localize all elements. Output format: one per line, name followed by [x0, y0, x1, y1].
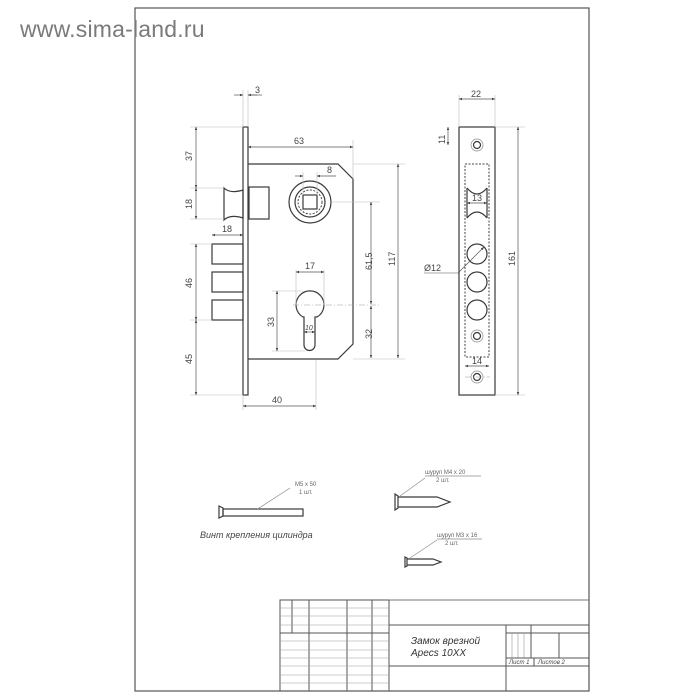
dim-faceplate-thickness: 3: [255, 85, 260, 95]
dim-body-height: 117: [387, 252, 397, 266]
screw-m3-size: шуруп M3 x 16: [437, 533, 478, 539]
dim-slot-width: 14: [472, 356, 482, 366]
dim-faceplate-length: 161: [507, 251, 517, 266]
cylinder-screw-size: M5 x 50: [295, 482, 317, 488]
follower-ring: [294, 186, 326, 218]
drawing-title-line2: Apecs 10XX: [410, 648, 466, 659]
deadbolt-2: [211, 271, 244, 293]
latch-housing: [248, 186, 270, 220]
latch-opening-bottom: [466, 211, 488, 219]
title-block: Замок врезной Apecs 10XX Лист 1 Листов 2: [279, 599, 590, 692]
screw-hole-top: [472, 140, 482, 150]
cylinder-screw: M5 x 50 1 шт. Винт крепления цилиндра: [200, 482, 317, 540]
latch-opening-top: [466, 187, 488, 195]
screw-m3x16: шуруп M3 x 16 2 шт.: [404, 533, 482, 568]
cylinder-cutout: [295, 290, 325, 352]
screw-m4-size: шуруп M4 x 20: [425, 470, 466, 476]
dim-cylinder-width: 17: [305, 261, 315, 271]
bolt-hole-3: [466, 299, 488, 321]
drawing-title-line1: Замок врезной: [411, 636, 481, 647]
faceplate-front: [458, 126, 496, 396]
follower-square: [302, 194, 318, 210]
dim-faceplate-width: 22: [471, 89, 481, 99]
screw-m4-qty: 2 шт.: [436, 478, 450, 484]
faceplate-front-view: 13 22 11 Ø12 14 161: [424, 89, 525, 396]
drawing-frame: [134, 7, 590, 692]
dim-bolt-diameter: Ø12: [424, 263, 441, 273]
screw-hole-mid: [472, 331, 482, 341]
cylinder-screw-caption: Винт крепления цилиндра: [200, 530, 313, 540]
watermark: www.sima-land.ru: [20, 16, 205, 42]
bolt-hole-2: [466, 271, 488, 293]
screw-m3-qty: 2 шт.: [445, 541, 459, 547]
latch: [223, 186, 244, 222]
deadbolt-3: [211, 299, 244, 321]
dim-cylinder-to-bottom: 32: [364, 329, 374, 339]
dim-bolt-projection: 18: [222, 224, 232, 234]
follower-bearing: [297, 189, 323, 215]
dim-body-width: 63: [294, 136, 304, 146]
dim-latch-top: 37: [184, 151, 194, 161]
fasteners: M5 x 50 1 шт. Винт крепления цилиндра шу…: [200, 470, 482, 568]
bolt-hole-1: [466, 243, 488, 265]
slot-outline: [464, 163, 490, 358]
cylinder-screw-qty: 1 шт.: [299, 490, 313, 496]
faceplate: [242, 126, 249, 396]
dim-cylinder-height: 33: [266, 317, 276, 327]
dim-cylinder-neck: 10: [305, 325, 313, 332]
deadbolt-1: [211, 243, 244, 265]
sheet-number: Лист 1: [508, 660, 529, 666]
dim-follower-offset: 8: [327, 165, 332, 175]
sheet-count: Листов 2: [537, 660, 566, 666]
dim-latch-height: 18: [184, 199, 194, 209]
dim-backset: 40: [272, 395, 282, 405]
screw-m4x20: шуруп M4 x 20 2 шт.: [394, 470, 481, 512]
dim-latch-width: 13: [472, 193, 482, 203]
lock-body: [248, 163, 354, 360]
dim-bottom-offset: 45: [184, 354, 194, 364]
lock-side-view: 3 63 8 37 18 18 46 45 17: [184, 85, 405, 410]
dim-hole-offset: 11: [437, 135, 447, 144]
dim-follower-to-cylinder: 61,5: [364, 252, 374, 270]
dim-bolts-span: 46: [184, 278, 194, 288]
